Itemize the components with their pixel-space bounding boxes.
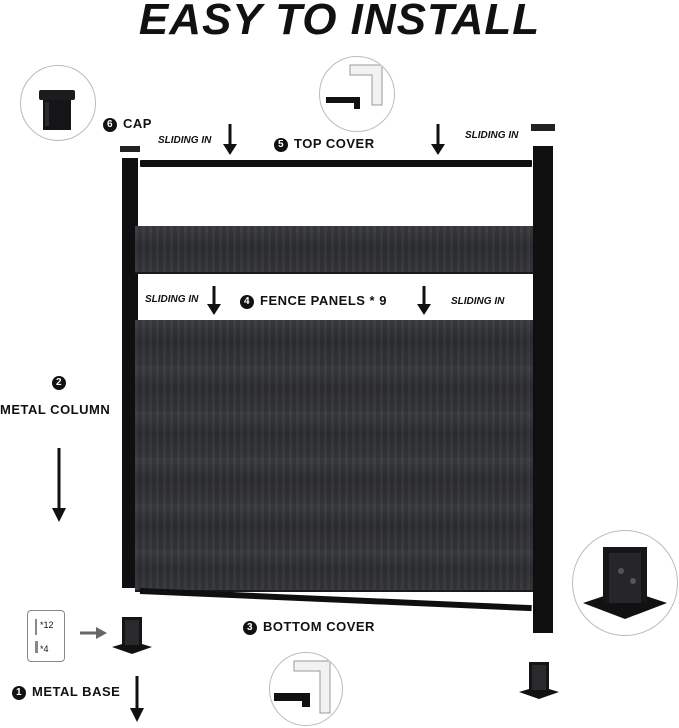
arrow-right-icon <box>80 627 107 639</box>
screw-icon <box>35 641 38 653</box>
cap-icon <box>39 90 75 130</box>
arrow-down-icon <box>52 448 66 522</box>
left-metal-column <box>122 158 138 588</box>
screw-count-a: *12 <box>40 620 54 630</box>
metal-column-number: 2 <box>52 374 72 390</box>
arrow-down-icon <box>130 676 144 722</box>
fence-panel <box>135 226 533 274</box>
metal-base-icon <box>519 662 559 699</box>
left-column-cap <box>120 146 140 152</box>
screw-icon <box>35 619 37 635</box>
arrow-down-icon <box>417 286 431 315</box>
metal-base-icon <box>112 617 152 654</box>
sliding-in-label-top-left: SLIDING IN <box>158 135 212 146</box>
screws-box: *12 *4 <box>27 610 65 662</box>
sliding-in-label-panel-right: SLIDING IN <box>451 296 505 307</box>
bottom-cover-profile-icon <box>274 660 331 714</box>
right-metal-column <box>533 146 553 633</box>
arrow-down-icon <box>431 124 445 155</box>
sliding-in-label-panel-left: SLIDING IN <box>145 294 199 305</box>
arrow-down-icon <box>223 124 237 155</box>
fence-panel <box>135 320 533 368</box>
fence-panel <box>135 366 533 414</box>
fence-panel <box>135 504 533 552</box>
metal-base-icon <box>583 547 667 619</box>
arrow-down-icon <box>207 286 221 315</box>
metal-column-label: METAL COLUMN <box>0 402 111 417</box>
fence-panel <box>135 550 533 592</box>
sliding-in-label-top-right: SLIDING IN <box>465 130 519 141</box>
page-title: EASY TO INSTALL <box>138 0 541 44</box>
cap-detail-circle <box>20 65 96 141</box>
top-cover-detail-circle <box>319 56 395 132</box>
bottom-cover-detail-circle <box>269 652 343 726</box>
right-column-cap <box>531 124 555 131</box>
fence-panel <box>135 458 533 506</box>
screw-count-b: *4 <box>40 644 49 654</box>
top-cover-rail <box>140 160 532 167</box>
metal-base-detail-circle <box>572 530 678 636</box>
fence-panel <box>135 412 533 460</box>
